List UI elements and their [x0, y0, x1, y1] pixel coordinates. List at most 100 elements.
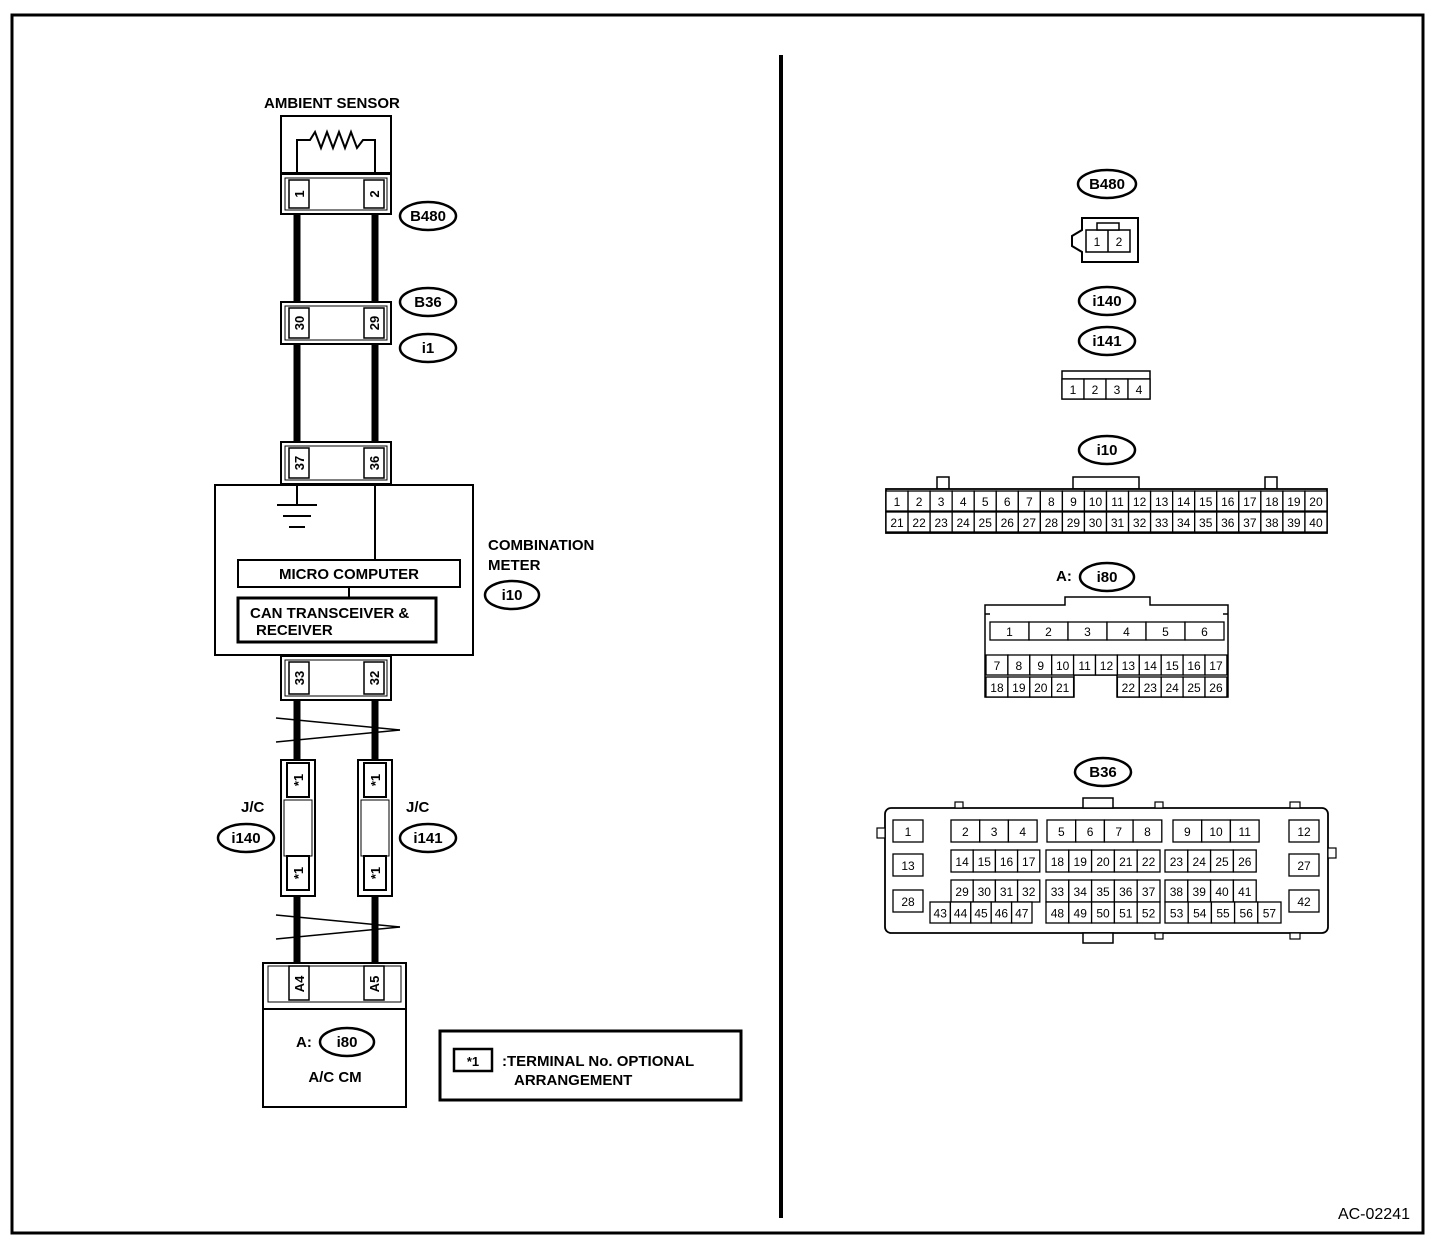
face-tag-b480-label: B480: [1089, 176, 1125, 193]
pin-label: 21: [1119, 855, 1133, 869]
pin-label: 18: [1051, 855, 1065, 869]
face-tag-i80-label: i80: [1097, 569, 1118, 586]
pin-label: 28: [901, 895, 915, 909]
pin-label: 23: [934, 516, 948, 530]
pin-label: 41: [1238, 885, 1252, 899]
pin-label: 2: [962, 825, 969, 839]
pin-label: 25: [1215, 855, 1229, 869]
pin-cell: [1288, 889, 1320, 913]
pin-label: 10: [1056, 659, 1070, 673]
face-tag-i140-label: i140: [1092, 293, 1121, 310]
pin-label: 1: [1070, 383, 1077, 397]
pin-label: 4: [960, 495, 967, 509]
pin-label: 1: [292, 190, 307, 197]
pin-label: 9: [1037, 659, 1044, 673]
pin-cell: [1136, 901, 1161, 924]
pin-label: 4: [1136, 383, 1143, 397]
pin-label: 33: [292, 671, 307, 685]
joint-connector-i141: *1 *1: [357, 759, 393, 897]
pin-label: 48: [1051, 907, 1065, 921]
pin-label: 14: [955, 855, 969, 869]
pin-label: 16: [1000, 855, 1014, 869]
pin-label: 26: [1209, 681, 1223, 695]
pin-label: 22: [1122, 681, 1136, 695]
pin-label: 44: [954, 907, 968, 921]
pin-label: 10: [1089, 495, 1103, 509]
pin-cell: [892, 819, 924, 843]
pin-label: 40: [1309, 516, 1323, 530]
pin-label: 16: [1187, 659, 1201, 673]
pin-label: A5: [367, 976, 382, 993]
micro-computer-label: MICRO COMPUTER: [279, 566, 419, 583]
pin-label: 43: [934, 907, 948, 921]
pin-label: 31: [1111, 516, 1125, 530]
pin-label: 19: [1012, 681, 1026, 695]
pin-label: 57: [1263, 907, 1277, 921]
pin-label: 27: [1023, 516, 1037, 530]
pin-label: 15: [1165, 659, 1179, 673]
pin-label: 12: [1100, 659, 1114, 673]
pin-label: 25: [1187, 681, 1201, 695]
pin-label: A4: [292, 975, 307, 992]
pin-label: 12: [1297, 825, 1311, 839]
pin-label: 38: [1170, 885, 1184, 899]
twist-line: [275, 926, 401, 940]
joint-connector-i140: *1 *1: [280, 759, 316, 897]
pin-label: 27: [1297, 859, 1311, 873]
pin-label: *1: [368, 867, 383, 879]
pin-label: 13: [1122, 659, 1136, 673]
twist-line: [275, 717, 401, 731]
pin-label: 45: [974, 907, 988, 921]
connector-meter-top: 37 36: [280, 441, 392, 485]
pin-label: 36: [1221, 516, 1235, 530]
pin-label: 30: [978, 885, 992, 899]
pin-label: 37: [292, 456, 307, 470]
pin-label: 2: [1116, 235, 1123, 249]
ac-cm-box: [262, 1008, 407, 1108]
wiring-schematic: AMBIENT SENSOR 1 2 30 29 37 36: [214, 95, 743, 1108]
pin-label: 14: [1177, 495, 1191, 509]
face-tag-b36-label: B36: [1089, 764, 1117, 781]
pin-label: 13: [1155, 495, 1169, 509]
pin-label: 7: [1026, 495, 1033, 509]
tag-i1: i1: [398, 332, 458, 364]
pin-label: 11: [1111, 495, 1124, 509]
pin-label: 20: [1034, 681, 1048, 695]
i80-face-prefix: A:: [1056, 568, 1072, 585]
pin-label: *1: [291, 867, 306, 879]
pin-label: 22: [1142, 855, 1156, 869]
pin-label: 37: [1142, 885, 1156, 899]
pin-label: 38: [1265, 516, 1279, 530]
pin-label: 8: [1144, 825, 1151, 839]
pin-label: 19: [1287, 495, 1301, 509]
pin-cell: [1132, 819, 1163, 843]
face-tag-i141-label: i141: [1092, 333, 1121, 350]
pin-label: 20: [1096, 855, 1110, 869]
pin-label: 3: [1114, 383, 1121, 397]
can-transceiver-box: [236, 596, 438, 644]
pin-cell: [892, 853, 924, 877]
tag-i141: i141: [398, 822, 458, 854]
pin-label: 53: [1170, 907, 1184, 921]
pin-cell: [1051, 676, 1075, 698]
pin-label: *1: [291, 774, 306, 786]
pin-label: 8: [1016, 659, 1023, 673]
face-tag-b36: B36: [1073, 756, 1133, 788]
pin-label: 5: [982, 495, 989, 509]
twist-line: [275, 914, 401, 928]
pin-label: 21: [890, 516, 904, 530]
pin-label: 7: [1115, 825, 1122, 839]
pin-label: 23: [1170, 855, 1184, 869]
pin-label: 18: [990, 681, 1004, 695]
pin-label: 20: [1309, 495, 1323, 509]
ac-cm-label: A/C CM: [308, 1069, 361, 1086]
face-tag-i10-label: i10: [1097, 442, 1118, 459]
pin-label: 7: [994, 659, 1001, 673]
pin-label: 25: [979, 516, 993, 530]
tag-i80: i80: [318, 1026, 376, 1058]
pin-cell: [1229, 819, 1260, 843]
pin-label: 50: [1096, 907, 1110, 921]
